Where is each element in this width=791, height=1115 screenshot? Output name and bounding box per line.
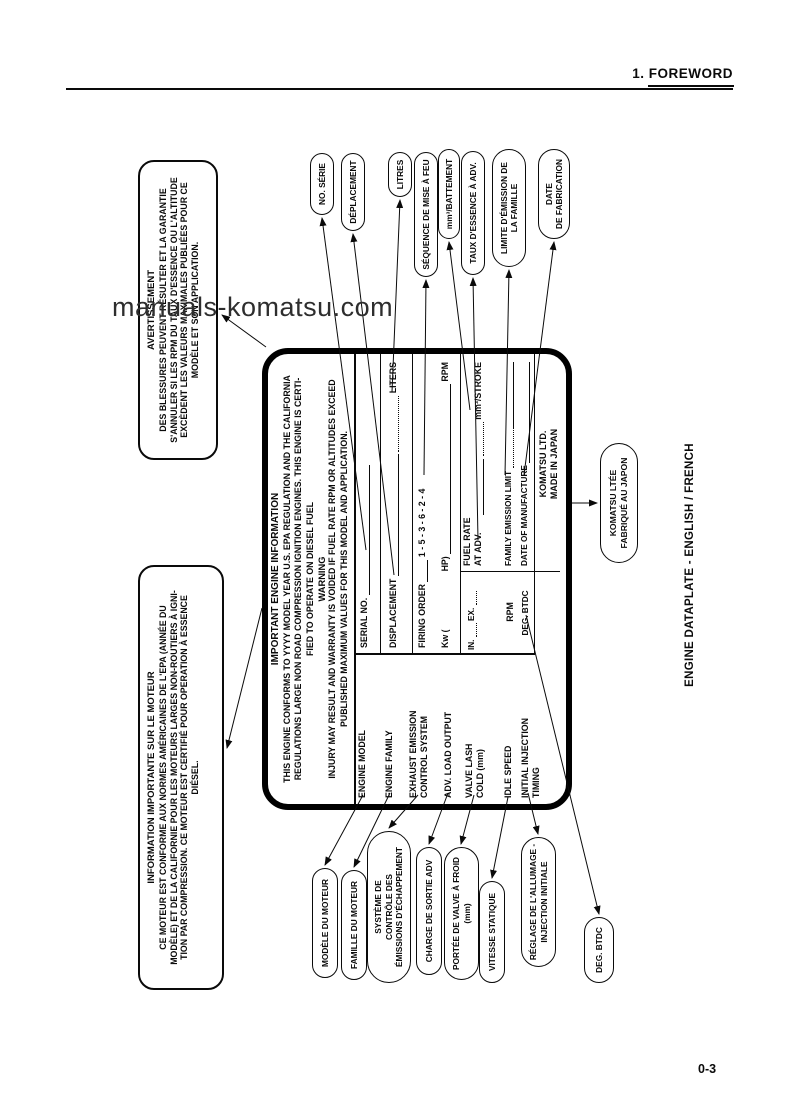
watermark: manuals-komatsu.com	[112, 292, 394, 322]
callout-komatsu-ltee: KOMATSU LTÉE FABRIQUÉ AU JAPON	[600, 443, 638, 563]
callout-deplacement: DÉPLACEMENT	[341, 153, 365, 231]
callout-no-serie: NO. SÉRIE	[310, 153, 334, 215]
callout-portee-valve: PORTÉE DE VALVE À FROID (mm)	[444, 847, 479, 980]
callout-reglage-allumage: RÉGLAGE DE L'ALLUMAGE - INJECTION INITIA…	[521, 837, 556, 967]
page-header: 1. FOREWORD	[632, 66, 733, 81]
header-underline	[648, 85, 734, 87]
page-number: 0-3	[698, 1062, 717, 1076]
callout-charge-sortie: CHARGE DE SORTIE ADV	[416, 847, 442, 975]
callout-systeme-controle: SYSTÈME DE CONTRÔLE DES ÉMISSIONS D'ÉCHA…	[367, 831, 411, 983]
french-info-body: CE MOTEUR EST CONFORME AUX NORMES AMÉRIC…	[158, 590, 201, 965]
callout-date-fabrication: DATE DE FABRICATION	[538, 149, 570, 239]
french-info-title: INFORMATION IMPORTANTE SUR LE MOTEUR	[146, 671, 157, 884]
callout-modele-moteur: MODÈLE DU MOTEUR	[312, 868, 338, 978]
callout-sequence-mise-a-feu: SÉQUENCE DE MISE À FEU	[414, 152, 438, 277]
callout-mm3-battement: mm³/BATTEMENT	[438, 149, 460, 239]
french-info-box: INFORMATION IMPORTANTE SUR LE MOTEUR CE …	[138, 565, 224, 990]
callout-litres: LITRES	[388, 152, 412, 197]
callout-limite-emission: LIMITE D'ÉMISSION DE LA FAMILLE	[492, 149, 526, 267]
callout-vitesse-statique: VITESSE STATIQUE	[479, 881, 505, 983]
callout-taux-essence: TAUX D'ESSENCE À ADV.	[461, 151, 485, 275]
header-rule	[66, 88, 733, 90]
callout-famille-moteur: FAMILLE DU MOTEUR	[341, 870, 367, 980]
figure-caption: ENGINE DATAPLATE - ENGLISH / FRENCH	[684, 443, 696, 687]
callout-deg-btdc: DEG. BTDC	[584, 917, 614, 983]
